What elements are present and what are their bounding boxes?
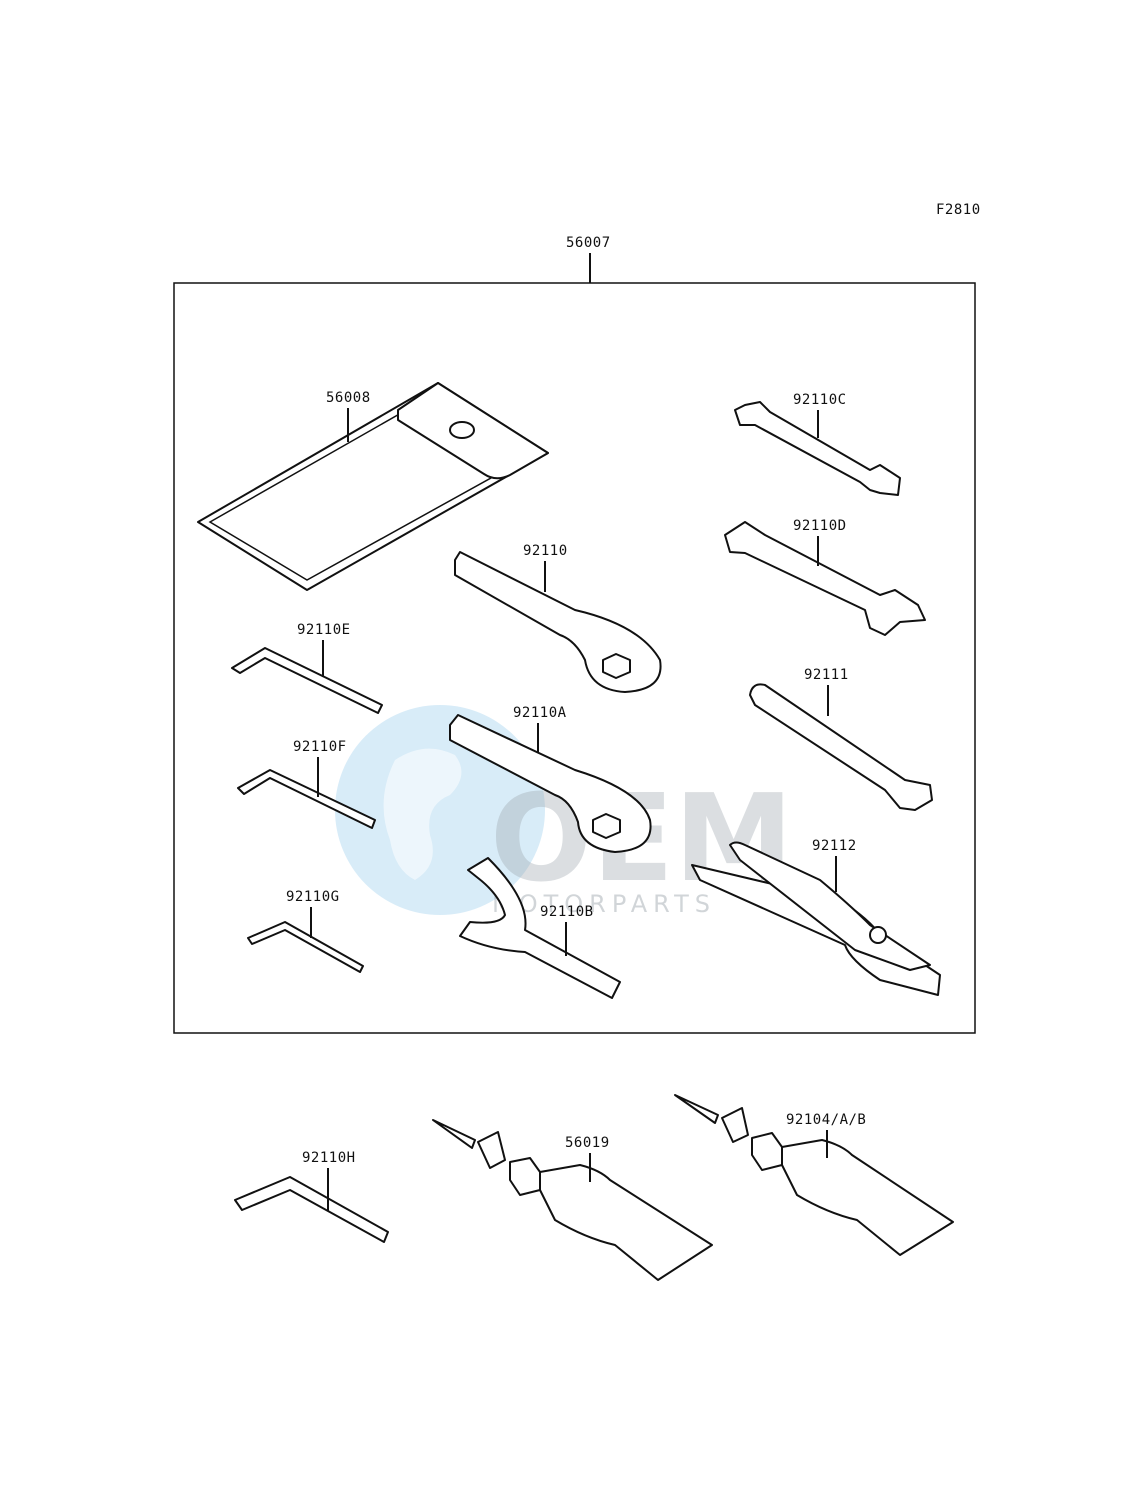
label-92110h: 92110H	[302, 1150, 356, 1166]
hook-spanner	[459, 857, 621, 999]
label-56019: 56019	[565, 1135, 610, 1151]
label-92110: 92110	[523, 543, 568, 559]
pliers	[691, 841, 941, 996]
assembly-frame	[173, 282, 976, 1034]
open-end-wrench-c	[734, 401, 901, 496]
label-92110c: 92110C	[793, 392, 847, 408]
watermark-sub: MOTORPARTS	[492, 890, 716, 918]
label-92112: 92112	[812, 838, 857, 854]
handle-bar	[749, 683, 933, 811]
repair-kit-b	[674, 1094, 954, 1256]
label-56008: 56008	[326, 390, 371, 406]
hex-key-h	[234, 1176, 389, 1243]
label-92110f: 92110F	[293, 739, 347, 755]
tool-case	[197, 382, 549, 591]
label-92110e: 92110E	[297, 622, 351, 638]
hex-key-e	[231, 647, 383, 714]
figure-code: F2810	[936, 202, 981, 218]
label-92111: 92111	[804, 667, 849, 683]
hex-key-g	[247, 921, 364, 973]
label-56007: 56007	[566, 235, 611, 251]
box-wrench	[454, 551, 662, 693]
label-92110g: 92110G	[286, 889, 340, 905]
label-92110a: 92110A	[513, 705, 567, 721]
open-end-wrench-d	[724, 521, 926, 636]
hex-key-f	[237, 769, 376, 829]
label-92110b: 92110B	[540, 904, 594, 920]
repair-kit	[432, 1119, 713, 1281]
box-wrench-a	[449, 714, 652, 853]
label-92104: 92104/A/B	[786, 1112, 866, 1128]
label-92110d: 92110D	[793, 518, 847, 534]
